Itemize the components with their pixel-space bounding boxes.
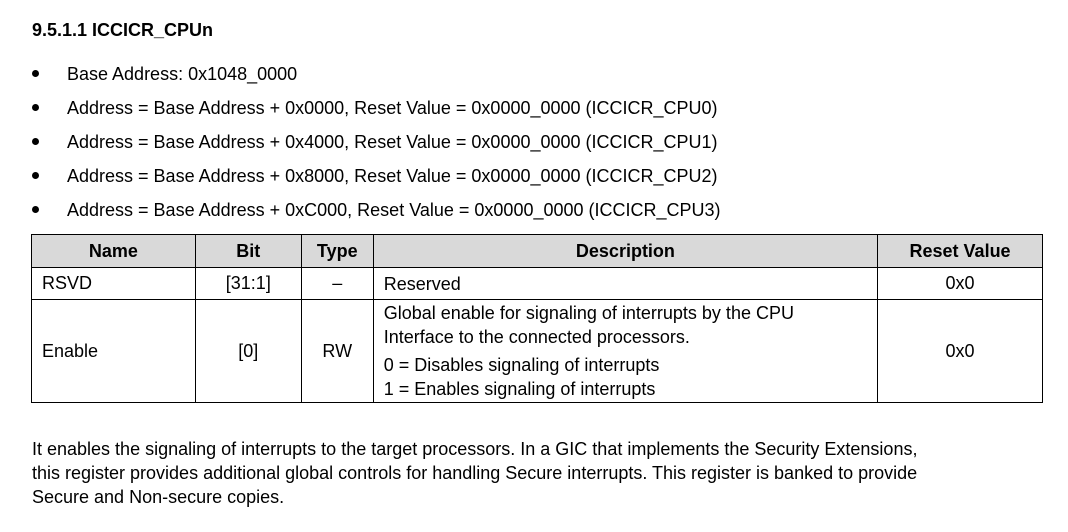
paragraph-line: Secure and Non-secure copies. xyxy=(32,487,285,507)
table-row: Enable [0] RW Global enable for signalin… xyxy=(31,299,1043,403)
column-header-reset-value: Reset Value xyxy=(877,234,1043,268)
description-line: Interface to the connected processors. xyxy=(383,327,690,347)
list-item-text: Address = Base Address + 0xC000, Reset V… xyxy=(67,200,721,220)
cell-description: Reserved xyxy=(372,267,879,300)
list-item: Address = Base Address + 0x4000, Reset V… xyxy=(32,130,721,164)
description-line: Global enable for signaling of interrupt… xyxy=(383,303,794,323)
bullet-icon xyxy=(32,206,39,213)
cell-reset-value: 0x0 xyxy=(877,299,1043,403)
column-header-name: Name xyxy=(31,234,196,268)
description-paragraph: It enables the signaling of interrupts t… xyxy=(32,437,1042,509)
list-item: Address = Base Address + 0xC000, Reset V… xyxy=(32,198,721,232)
bullet-icon xyxy=(32,70,39,77)
bullet-icon xyxy=(32,138,39,145)
paragraph-line: It enables the signaling of interrupts t… xyxy=(32,439,918,459)
cell-name: RSVD xyxy=(31,267,196,300)
register-table: Name Bit Type Description Reset Value RS… xyxy=(31,234,1043,403)
cell-name: Enable xyxy=(31,299,196,403)
cell-type: – xyxy=(300,267,374,300)
description-line: Reserved xyxy=(383,273,461,294)
cell-bit: [31:1] xyxy=(194,267,302,300)
cell-description: Global enable for signaling of interrupt… xyxy=(372,299,879,403)
description-line: 1 = Enables signaling of interrupts xyxy=(383,379,656,399)
list-item-text: Address = Base Address + 0x8000, Reset V… xyxy=(67,166,718,186)
section-heading: 9.5.1.1 ICCICR_CPUn xyxy=(32,20,214,40)
cell-type: RW xyxy=(300,299,374,403)
description-line: 0 = Disables signaling of interrupts xyxy=(383,355,660,375)
paragraph-line: this register provides additional global… xyxy=(32,463,918,483)
column-header-bit: Bit xyxy=(194,234,302,268)
cell-bit: [0] xyxy=(194,299,302,403)
list-item-text: Base Address: 0x1048_0000 xyxy=(67,64,298,84)
column-header-description: Description xyxy=(372,234,879,268)
list-item: Address = Base Address + 0x0000, Reset V… xyxy=(32,96,721,130)
column-header-type: Type xyxy=(300,234,374,268)
list-item: Base Address: 0x1048_0000 xyxy=(32,62,721,96)
table-row: RSVD [31:1] – Reserved 0x0 xyxy=(31,267,1043,300)
cell-reset-value: 0x0 xyxy=(877,267,1043,300)
address-list: Base Address: 0x1048_0000 Address = Base… xyxy=(32,62,721,232)
bullet-icon xyxy=(32,104,39,111)
list-item: Address = Base Address + 0x8000, Reset V… xyxy=(32,164,721,198)
list-item-text: Address = Base Address + 0x0000, Reset V… xyxy=(67,98,718,118)
table-header-row: Name Bit Type Description Reset Value xyxy=(31,234,1043,268)
list-item-text: Address = Base Address + 0x4000, Reset V… xyxy=(67,132,718,152)
bullet-icon xyxy=(32,172,39,179)
